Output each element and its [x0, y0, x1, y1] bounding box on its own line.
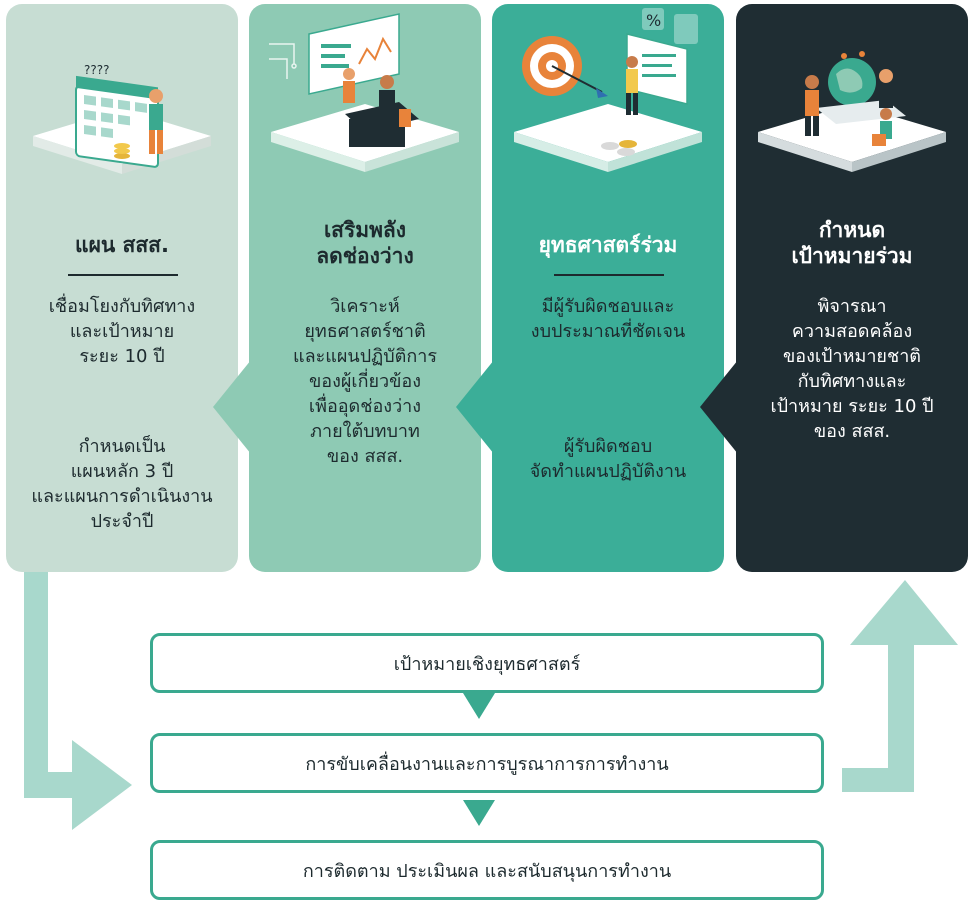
panel-title: เสริมพลัง ลดช่องว่าง	[316, 218, 414, 268]
panel-plan: ???? แผน สสส. เชื่อมโยงกับทิศทาง และเป้า…	[6, 4, 238, 572]
flow-step-label: การติดตาม ประเมินผล และสนับสนุนการทำงาน	[302, 860, 672, 882]
calendar-planning-illustration: ????	[33, 63, 211, 174]
panel-joint-strategy: % ยุทธศาสตร์ร่วม มีผู้รับผิดชอบและ งบประ…	[456, 4, 724, 572]
down-arrow-icon	[463, 693, 495, 719]
title-underline	[68, 274, 178, 276]
panel-description: เชื่อมโยงกับทิศทาง และเป้าหมาย ระยะ 10 ป…	[48, 296, 196, 367]
svg-text:????: ????	[84, 63, 109, 77]
panel-title: แผน สสส.	[75, 233, 169, 257]
flow-step-monitoring: การติดตาม ประเมินผล และสนับสนุนการทำงาน	[150, 840, 824, 900]
down-arrow-icon	[463, 800, 495, 826]
panel-description: พิจารณา ความสอดคล้อง ของเป้าหมายชาติ กับ…	[770, 296, 934, 442]
panel-pointer	[213, 360, 251, 454]
left-connector-arrow	[24, 560, 132, 830]
flow-step-integration: การขับเคลื่อนงานและการบูรณาการการทำงาน	[150, 733, 824, 793]
panel-empower: เสริมพลัง ลดช่องว่าง วิเคราะห์ ยุทธศาสตร…	[213, 4, 481, 572]
right-connector-arrow	[842, 580, 958, 792]
panel-title: ยุทธศาสตร์ร่วม	[538, 233, 678, 257]
panel-description: มีผู้รับผิดชอบและ งบประมาณที่ชัดเจน	[530, 296, 686, 342]
title-underline	[554, 274, 664, 276]
panel-description: วิเคราะห์ ยุทธศาสตร์ชาติ และแผนปฏิบัติกา…	[292, 296, 438, 467]
panel-description-secondary: ผู้รับผิดชอบ จัดทำแผนปฏิบัติงาน	[529, 436, 687, 482]
flow-step-label: เป้าหมายเชิงยุทธศาสตร์	[393, 653, 581, 675]
panel-pointer	[700, 360, 738, 454]
target-dart-illustration: %	[514, 8, 702, 172]
panel-shared-goals: กำหนด เป้าหมายร่วม พิจารณา ความสอดคล้อง …	[700, 4, 968, 572]
team-globe-meeting-illustration	[758, 51, 946, 172]
svg-text:%: %	[646, 11, 661, 30]
panel-pointer	[456, 360, 494, 454]
flow-step-strategic-goals: เป้าหมายเชิงยุทธศาสตร์	[150, 633, 824, 693]
panel-title: กำหนด เป้าหมายร่วม	[791, 218, 913, 268]
flow-step-label: การขับเคลื่อนงานและการบูรณาการการทำงาน	[305, 753, 669, 775]
panel-description-secondary: กำหนดเป็น แผนหลัก 3 ปี และแผนการดำเนินงา…	[31, 436, 213, 532]
data-analysis-illustration	[269, 13, 459, 172]
